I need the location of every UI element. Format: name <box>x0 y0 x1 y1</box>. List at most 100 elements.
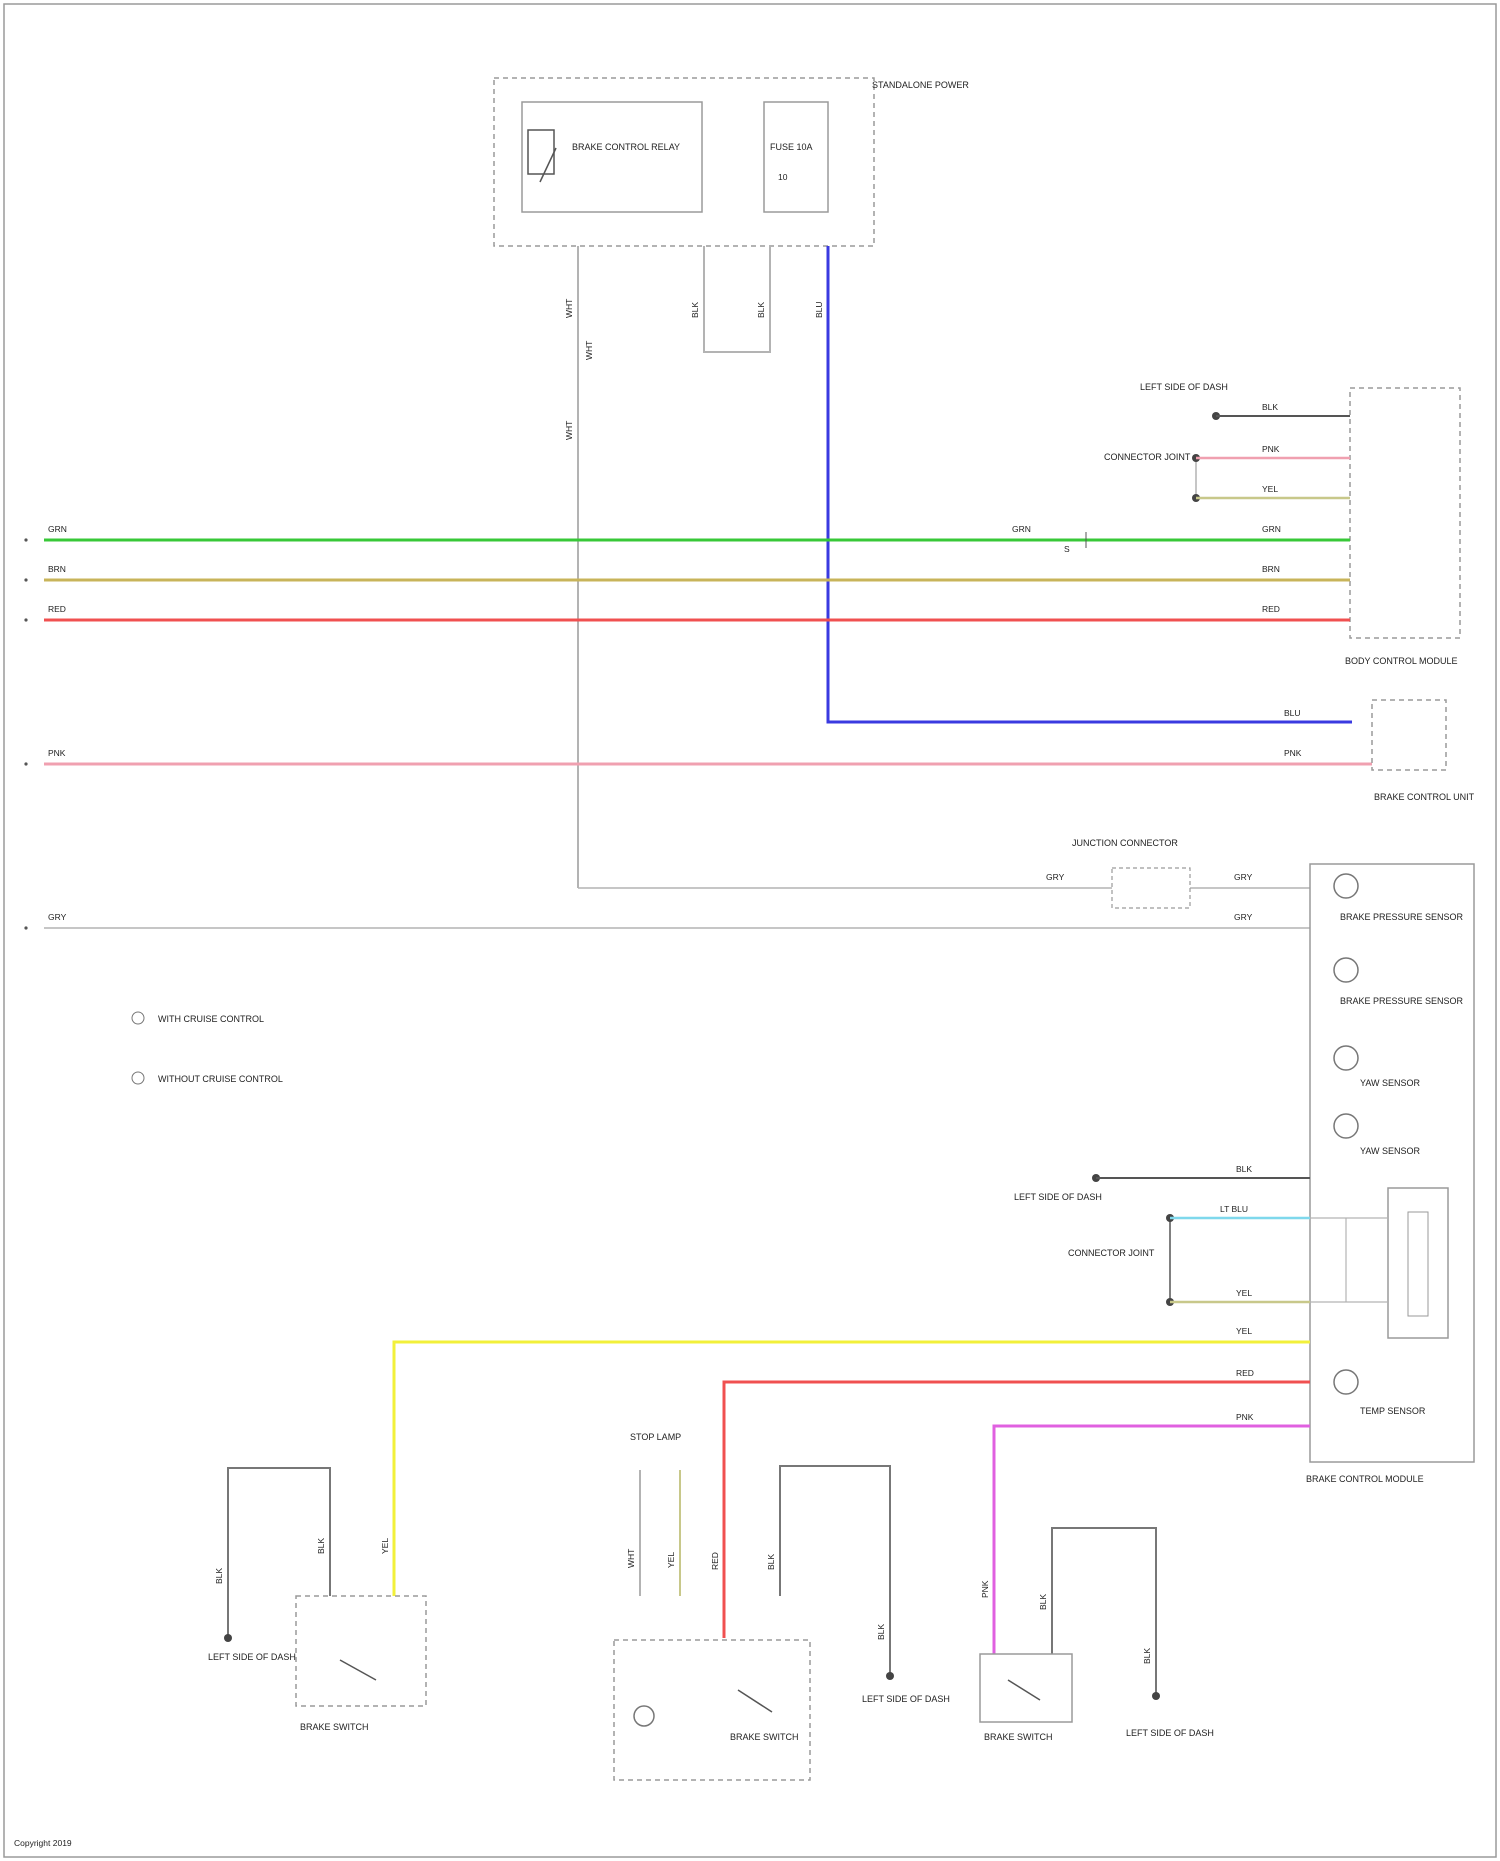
sensor-5-icon <box>1334 1370 1358 1394</box>
brake-switch-2: LEFT SIDE OF DASH RED BLK BLK BRAKE SWIT… <box>614 1466 950 1780</box>
switch-contact-icon <box>738 1690 772 1712</box>
module-lower-outline <box>1310 864 1474 1462</box>
sensor-4: YAW SENSOR <box>1334 1114 1421 1156</box>
switch-feed-wires <box>394 1342 1310 1654</box>
module-mid-label: BRAKE CONTROL UNIT <box>1374 792 1475 802</box>
sensor-2: BRAKE PRESSURE SENSOR <box>1334 958 1464 1006</box>
fuse-amp: 10 <box>778 172 788 182</box>
wire-code: GRN <box>1012 524 1031 534</box>
power-box-outline <box>494 78 874 246</box>
wire-code: WHT <box>584 341 594 360</box>
sw3-box <box>980 1654 1072 1722</box>
sw1-label: BRAKE SWITCH <box>300 1722 369 1732</box>
sw1-box <box>296 1596 426 1706</box>
sensor-5: TEMP SENSOR <box>1334 1370 1426 1416</box>
sensor-1-icon <box>1334 874 1358 898</box>
note-marker <box>132 1012 144 1024</box>
switch-feed-codes: YEL RED PNK <box>1236 1326 1254 1422</box>
wire-code: PNK <box>980 1580 990 1598</box>
sw2-ground-label: LEFT SIDE OF DASH <box>862 1694 950 1704</box>
sw2-box <box>614 1640 810 1780</box>
sensor-2-label: BRAKE PRESSURE SENSOR <box>1340 996 1464 1006</box>
brake-switch-3: LEFT SIDE OF DASH PNK BLK BLK BRAKE SWIT… <box>980 1528 1214 1742</box>
module-upper-outline <box>1350 388 1460 638</box>
connector-lower: CONNECTOR JOINT LT BLU YEL <box>1068 1204 1310 1306</box>
body-control-module: BODY CONTROL MODULE <box>1345 388 1460 666</box>
module-lower-label: BRAKE CONTROL MODULE <box>1306 1474 1424 1484</box>
fuse-label: FUSE 10A <box>770 142 813 152</box>
wire-code: BLU <box>1284 708 1301 718</box>
wire-code: BLK <box>1236 1164 1252 1174</box>
power-box: STANDALONE POWER BRAKE CONTROL RELAY FUS… <box>494 78 969 246</box>
relay-label: BRAKE CONTROL RELAY <box>572 142 680 152</box>
connector-upper-label: CONNECTOR JOINT <box>1104 452 1191 462</box>
switch-contact-icon <box>1008 1680 1040 1700</box>
sensor-1: BRAKE PRESSURE SENSOR <box>1334 874 1464 922</box>
wire-code: PNK <box>1262 444 1280 454</box>
wire-code: GRY <box>1234 872 1253 882</box>
wire-code: BLK <box>1262 402 1278 412</box>
power-box-wire-codes: WHT BLK BLK BLU WHT WHT <box>564 299 824 440</box>
wire-code: YEL <box>380 1538 390 1554</box>
module-upper-label: BODY CONTROL MODULE <box>1345 656 1458 666</box>
ground-lower-label: LEFT SIDE OF DASH <box>1014 1192 1102 1202</box>
footer-copyright: Copyright 2019 <box>14 1838 72 1848</box>
wire-code: GRY <box>1046 872 1065 882</box>
wire-code: YEL <box>1236 1288 1252 1298</box>
fuse-box <box>764 102 828 212</box>
wire-code: RED <box>1262 604 1280 614</box>
wire-code: GRY <box>48 912 67 922</box>
ground-upper-label: LEFT SIDE OF DASH <box>1140 382 1228 392</box>
sensor-1-label: BRAKE PRESSURE SENSOR <box>1340 912 1464 922</box>
sensor-4-label: YAW SENSOR <box>1360 1146 1421 1156</box>
switch-contact-icon <box>340 1660 376 1680</box>
internal-resistor <box>1310 1188 1448 1338</box>
wire-code: PNK <box>1284 748 1302 758</box>
main-bus-wires <box>44 540 1372 928</box>
sw3-ground-label: LEFT SIDE OF DASH <box>1126 1728 1214 1738</box>
sw3-label: BRAKE SWITCH <box>984 1732 1053 1742</box>
wire-code: WHT <box>564 299 574 318</box>
module-mid-outline <box>1372 700 1446 770</box>
wire-code: YEL <box>1236 1326 1252 1336</box>
power-box-label: STANDALONE POWER <box>872 80 969 90</box>
wire-code: BLK <box>876 1624 886 1640</box>
connector-lower-label: CONNECTOR JOINT <box>1068 1248 1155 1258</box>
wire-code: BLK <box>316 1538 326 1554</box>
stop-lamp-group: STOP LAMP WHT YEL <box>626 1432 681 1726</box>
wire-code: GRN <box>48 524 67 534</box>
note-2: WITHOUT CRUISE CONTROL <box>158 1074 283 1084</box>
wire-code: PNK <box>1236 1412 1254 1422</box>
brake-control-module: BRAKE CONTROL MODULE <box>1306 864 1474 1484</box>
sensor-5-label: TEMP SENSOR <box>1360 1406 1426 1416</box>
wire-code: RED <box>710 1552 720 1570</box>
sw2-label: BRAKE SWITCH <box>730 1732 799 1742</box>
sw1-ground-label: LEFT SIDE OF DASH <box>208 1652 296 1662</box>
junction-label: JUNCTION CONNECTOR <box>1072 838 1178 848</box>
note-marker <box>132 1072 144 1084</box>
wire-code: BRN <box>48 564 66 574</box>
wire-code: PNK <box>48 748 66 758</box>
wire-code: BLK <box>214 1568 224 1584</box>
notes: WITH CRUISE CONTROL WITHOUT CRUISE CONTR… <box>132 1012 283 1084</box>
lamp-group-label: STOP LAMP <box>630 1432 681 1442</box>
junction-outline <box>1112 868 1190 908</box>
wire-code: RED <box>1236 1368 1254 1378</box>
ground-dot <box>224 1634 232 1642</box>
ground-upper: LEFT SIDE OF DASH BLK <box>1140 382 1350 420</box>
splice-label: S <box>1064 544 1070 554</box>
wire-code: BLK <box>1142 1648 1152 1664</box>
connector-upper: CONNECTOR JOINT PNK YEL <box>1104 444 1350 502</box>
power-box-wires <box>578 246 1352 888</box>
lamp-icon <box>634 1706 654 1726</box>
wire-code: GRN <box>1262 524 1281 534</box>
wire-code: BRN <box>1262 564 1280 574</box>
wire-code: BLK <box>766 1554 776 1570</box>
wire-code: BLU <box>814 301 824 318</box>
ground-lower: LEFT SIDE OF DASH BLK <box>1014 1164 1310 1202</box>
relay-box <box>522 102 702 212</box>
wire-code: YEL <box>666 1552 676 1568</box>
sensor-3: YAW SENSOR <box>1334 1046 1421 1088</box>
wire-code: LT BLU <box>1220 1204 1248 1214</box>
